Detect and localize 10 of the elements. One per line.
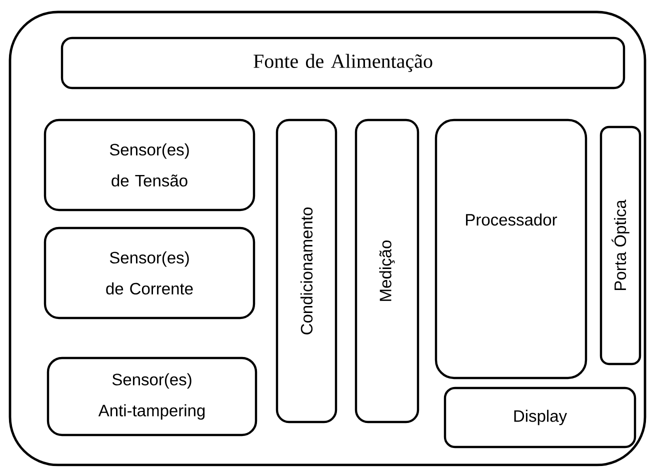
power-box: Fonte de Alimentação: [60, 36, 626, 90]
display-box: Display: [444, 386, 636, 448]
sensor-box: Sensor(es) de Corrente: [44, 226, 256, 320]
sensor-box: Sensor(es) de Tensão: [44, 118, 256, 212]
conditioning-box: Condicionamento: [276, 118, 338, 424]
sensor-box: Sensor(es) Anti-tampering: [46, 356, 258, 436]
optical-port-box: Porta Óptica: [600, 126, 642, 366]
measurement-box: Medição: [354, 118, 420, 424]
outer-frame: [8, 10, 646, 466]
processor-box: Processador: [434, 118, 588, 380]
